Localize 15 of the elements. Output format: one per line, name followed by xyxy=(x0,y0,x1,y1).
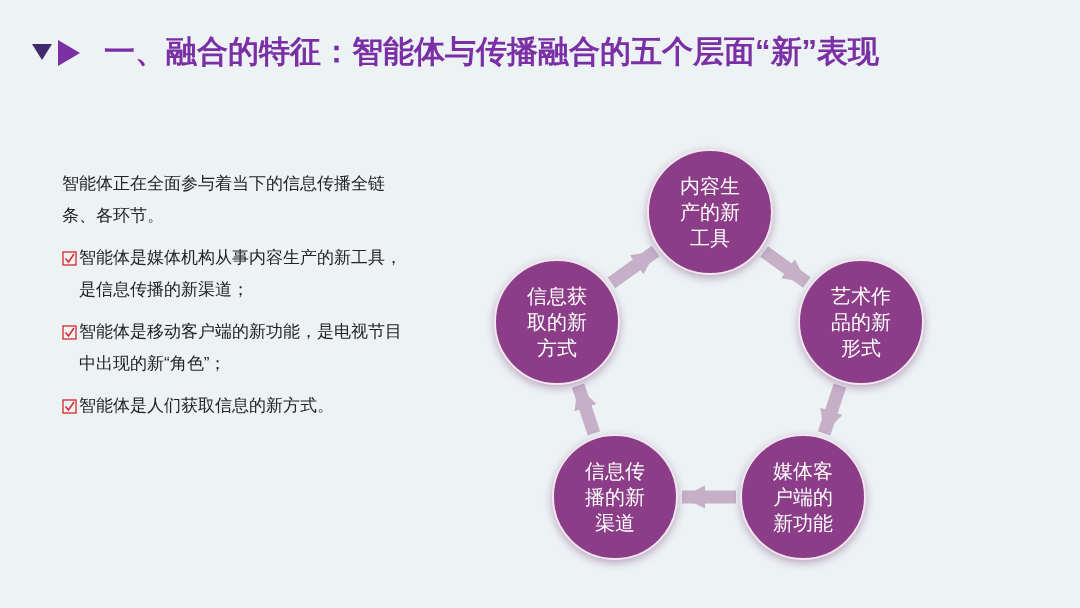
block-arrow xyxy=(607,245,660,289)
body-text: 智能体是移动客户端的新功能，是电视节目中出现的新“角色”； xyxy=(79,321,403,375)
block-arrow xyxy=(817,383,847,436)
body-text: 智能体是人们获取信息的新方式。 xyxy=(79,395,334,417)
node-label: 媒体客户端的新功能 xyxy=(772,459,834,536)
node-label: 信息传播的新渠道 xyxy=(584,459,646,536)
node-label: 艺术作品的新形式 xyxy=(830,284,892,361)
block-arrow xyxy=(760,246,811,288)
body-text: 智能体正在全面参与着当下的信息传播全链条、各环节。 xyxy=(62,173,386,227)
node-label: 信息获取的新方式 xyxy=(526,284,588,361)
block-arrow xyxy=(682,485,736,509)
block-arrow xyxy=(571,383,601,436)
body-text: 智能体是媒体机构从事内容生产的新工具，是信息传播的新渠道； xyxy=(79,247,403,301)
slide-title: 一、融合的特征：智能体与传播融合的五个层面“新”表现 xyxy=(104,33,879,71)
node-label: 内容生产的新工具 xyxy=(679,174,741,251)
